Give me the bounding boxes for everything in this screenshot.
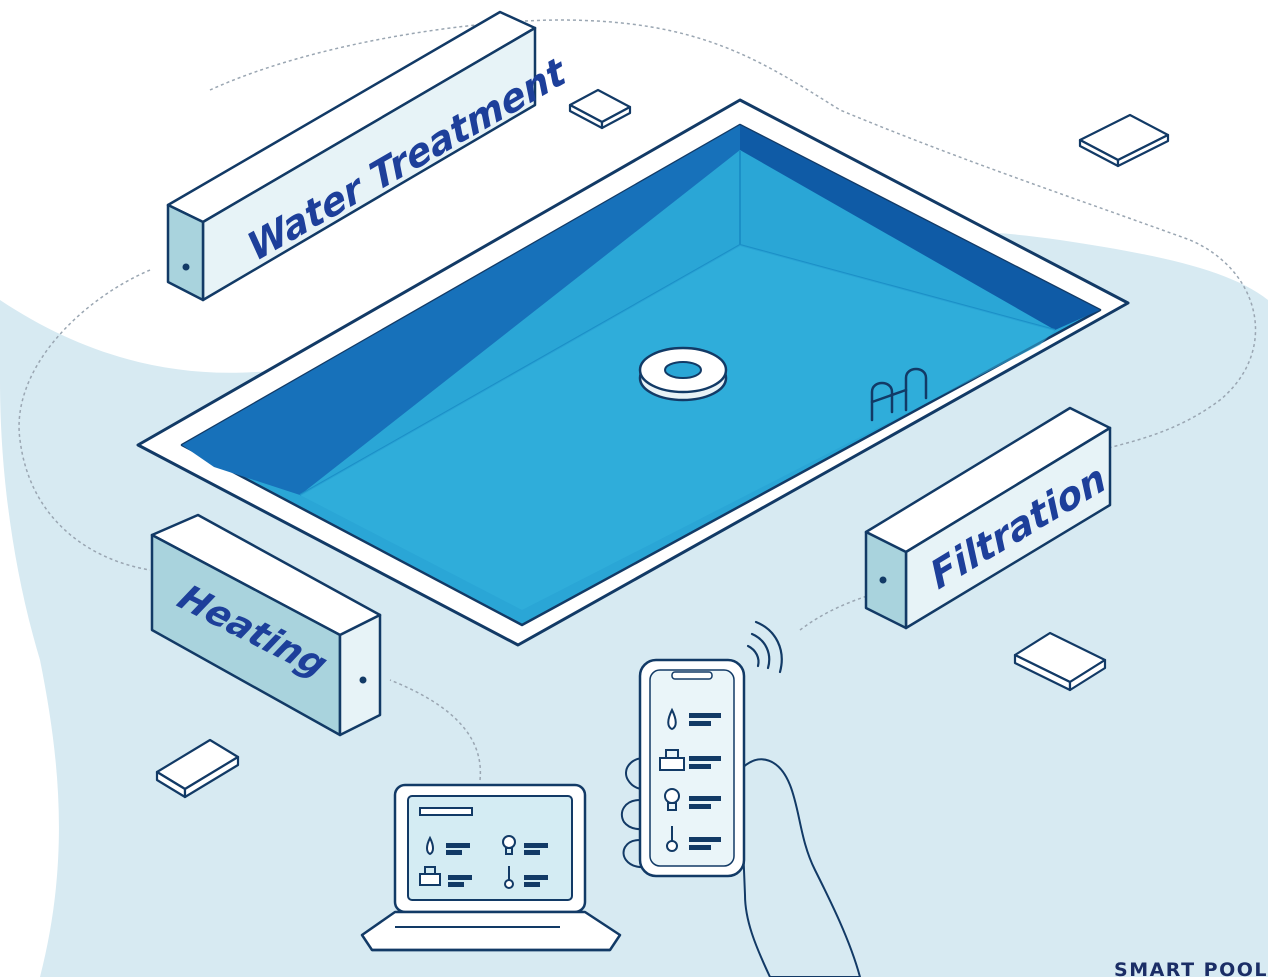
pool-ladder-icon (870, 367, 928, 422)
phone-screen-content (659, 707, 721, 852)
thermometer-icon (504, 866, 514, 889)
pump-icon (419, 866, 441, 886)
bulb-icon (502, 835, 516, 855)
stepping-stone (1078, 113, 1170, 168)
stepping-stone (568, 88, 632, 130)
stepping-stone (1013, 631, 1107, 692)
thermometer-icon (666, 826, 678, 852)
water-drop-icon (667, 707, 677, 731)
pool-float-icon (638, 346, 728, 402)
stepping-stone (155, 738, 240, 799)
wifi-signal-icon (746, 620, 783, 674)
heating-box (150, 513, 382, 737)
pump-icon (659, 749, 685, 771)
water-drop-icon (426, 835, 434, 856)
filtration-box (864, 406, 1112, 630)
laptop (360, 783, 622, 952)
smart-pool-caption: SMART POOL (1114, 959, 1268, 977)
laptop-screen-content (419, 807, 548, 889)
water-treatment-box (166, 10, 537, 302)
bulb-icon (664, 788, 680, 811)
